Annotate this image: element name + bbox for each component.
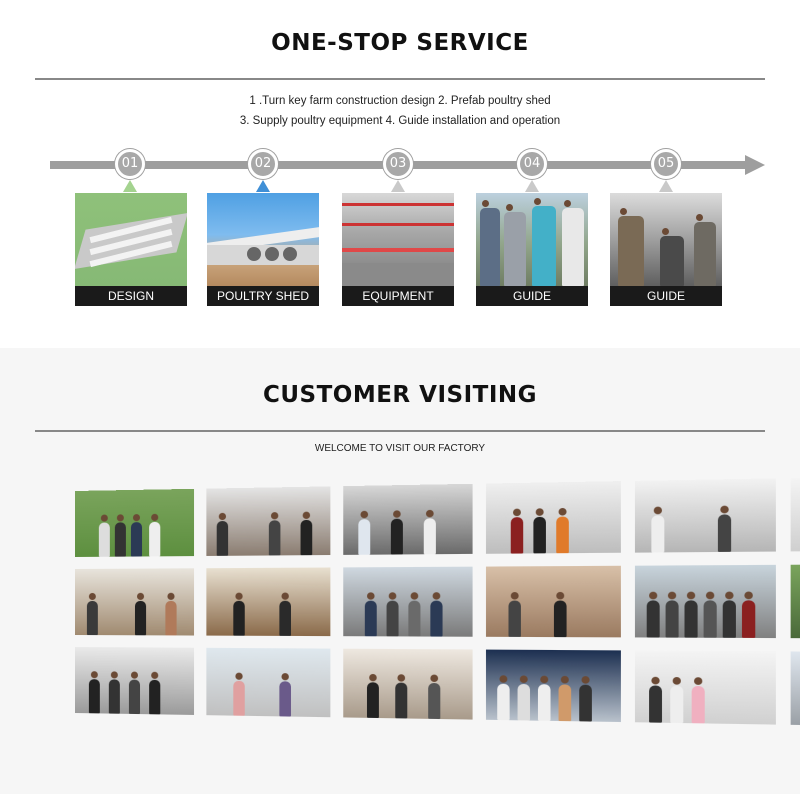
step-node-4: 04 [517,149,547,179]
customer-photo [485,565,621,638]
customer-photo [206,486,331,556]
service-description-line-2: 3. Supply poultry equipment 4. Guide ins… [239,115,561,127]
pointer-icon [256,180,270,192]
service-description-line-1: 1 .Turn key farm construction design 2. … [249,95,551,107]
customer-photo [634,564,776,639]
step-card-design[interactable]: DESIGN [75,193,187,306]
pointer-icon [659,180,673,192]
step-node-3: 03 [383,149,413,179]
customer-photo [634,478,776,553]
step-caption: DESIGN [75,286,187,306]
customer-photo [485,481,621,554]
customer-photo [790,651,800,727]
step-caption: GUIDE [476,286,588,306]
customer-photo [75,568,195,636]
farm-layout-image [75,193,187,286]
pointer-icon [123,180,137,192]
poultry-shed-image [207,193,319,286]
customer-photo [343,566,473,637]
step-node-2: 02 [248,149,278,179]
step-caption: POULTRY SHED [207,286,319,306]
step-caption: GUIDE [610,286,722,306]
customer-photo [634,650,776,725]
customer-photo [343,648,473,720]
step-caption: EQUIPMENT [342,286,454,306]
step-card-poultry-shed[interactable]: POULTRY SHED [207,193,319,306]
customer-photo [75,647,195,715]
customer-photo [206,647,331,718]
equipment-image [342,193,454,286]
customer-photo [790,476,800,552]
guide-installation-image [610,193,722,286]
step-node-1: 01 [115,149,145,179]
customer-photo [206,567,331,637]
step-card-equipment[interactable]: EQUIPMENT [342,193,454,306]
pointer-icon [391,180,405,192]
customer-photo [485,649,621,723]
pointer-icon [525,180,539,192]
customer-photo-grid [75,476,800,736]
divider [35,430,765,432]
customer-photo [790,564,800,639]
section-title-customer-visiting: CUSTOMER VISITING [262,382,538,408]
step-card-guide[interactable]: GUIDE [476,193,588,306]
step-card-guide-installation[interactable]: GUIDE [610,193,722,306]
arrow-head-icon [745,155,765,175]
step-node-5: 05 [651,149,681,179]
customer-photo [75,488,195,557]
customer-photo [343,483,473,555]
divider [35,78,765,80]
welcome-subtitle: WELCOME TO VISIT OUR FACTORY [314,443,486,454]
guide-team-image [476,193,588,286]
section-title-service: ONE-STOP SERVICE [271,30,529,56]
